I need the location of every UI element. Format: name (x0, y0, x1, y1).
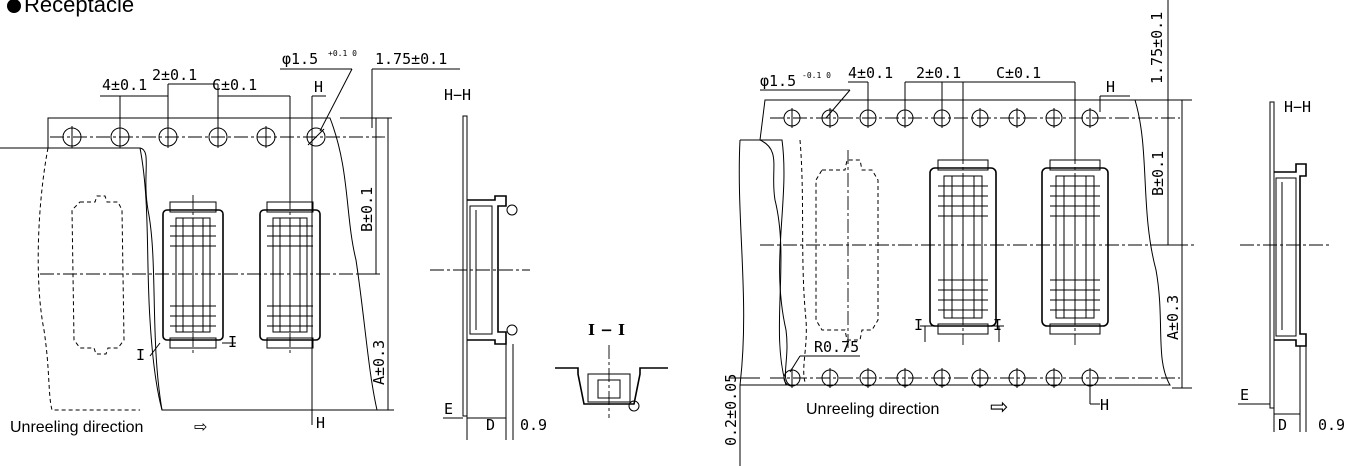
right-component-2 (1041, 150, 1109, 345)
right-dim-hole-diameter: φ1.5 (760, 72, 796, 90)
right-top-holes (783, 108, 1099, 128)
section-ii-label: I − I (588, 321, 625, 339)
right-dim-hole-tolerance: -0.1 0 (802, 71, 831, 80)
section-mark-i-right: I (228, 333, 237, 351)
left-direction-arrow-icon: ⇨ (194, 419, 207, 436)
left-cover-solid (0, 147, 163, 411)
left-section-hh: H−H E D 0.9 (430, 86, 547, 440)
left-component-2 (259, 195, 321, 356)
right-cover-dashed (799, 139, 807, 386)
left-hh-dim-t: 0.9 (520, 416, 547, 434)
left-tape-outline (47, 117, 378, 411)
right-dim-radius: R0.75 (814, 338, 859, 356)
right-bottom-holes (783, 368, 1099, 388)
dim-2: 2±0.1 (152, 66, 197, 84)
right-direction-label: Unreeling direction (806, 401, 939, 418)
right-top-dimensions (760, 0, 1175, 160)
right-hh-label: H−H (1284, 98, 1311, 116)
section-mark-h-bottom: H (316, 414, 325, 432)
dim-hole-diameter: φ1.5 (282, 50, 318, 68)
title-text: Receptacle (24, 0, 134, 17)
title-group: Receptacle (7, 0, 134, 17)
right-dim-offset: 0.2±0.05 (722, 374, 740, 446)
right-tape-view: φ1.5 -0.1 0 4±0.1 2±0.1 C±0.1 H 1.75±0.1… (722, 0, 1195, 466)
right-hh-dim-d: D (1278, 416, 1287, 434)
right-dim-c: C±0.1 (996, 64, 1041, 82)
right-section-mark-i-right: I (993, 316, 1002, 334)
section-mark-h-top: H (314, 78, 323, 96)
left-top-dimensions (100, 68, 460, 425)
right-section-mark-h-bottom: H (1100, 396, 1109, 414)
left-hh-profile (467, 195, 507, 345)
right-direction-arrow-icon: ⇨ (990, 394, 1008, 419)
left-hh-dim-d: D (486, 416, 495, 434)
dim-b: B±0.1 (358, 187, 376, 232)
left-component-1 (162, 195, 224, 356)
right-dim-4: 4±0.1 (848, 64, 893, 82)
dim-a: A±0.3 (370, 340, 388, 385)
left-hh-dim-e: E (444, 400, 453, 418)
right-section-mark-h-top: H (1106, 78, 1115, 96)
right-hh-dim-e: E (1240, 386, 1249, 404)
section-ii-profile (555, 367, 668, 405)
dim-4: 4±0.1 (102, 76, 147, 94)
left-tape-view: 2±0.1 4±0.1 C±0.1 φ1.5 +0.1 0 1.75±0.1 H… (0, 49, 460, 436)
left-hh-label: H−H (444, 86, 471, 104)
dim-hole-tolerance: +0.1 0 (328, 49, 357, 58)
section-mark-i-left: I (136, 346, 145, 364)
section-ii: I − I (555, 321, 668, 418)
right-component-1 (929, 150, 997, 345)
right-section-hh: H−H E D 0.9 (1238, 98, 1345, 434)
right-dim-b: B±0.1 (1149, 151, 1167, 196)
left-side-dimensions (340, 117, 394, 411)
dim-edge: 1.75±0.1 (375, 50, 447, 68)
left-hole (306, 127, 326, 147)
title-bullet-icon (7, 0, 21, 13)
right-side-dimensions (1150, 99, 1192, 389)
right-cover-left (740, 139, 791, 386)
right-tape-outline (759, 99, 1171, 386)
right-section-mark-i-left: I (914, 316, 923, 334)
right-dim-edge: 1.75±0.1 (1148, 12, 1166, 84)
right-empty-pocket (815, 159, 879, 341)
right-dim-2: 2±0.1 (916, 64, 961, 82)
right-hh-profile (1274, 163, 1307, 347)
dim-c: C±0.1 (212, 76, 257, 94)
right-cover-outer (738, 139, 790, 386)
left-cover-dashed (37, 147, 140, 411)
left-empty-pocket (71, 195, 125, 355)
left-direction-label: Unreeling direction (10, 419, 143, 436)
right-dim-a: A±0.3 (1164, 295, 1182, 340)
right-hh-dim-t: 0.9 (1318, 416, 1345, 434)
